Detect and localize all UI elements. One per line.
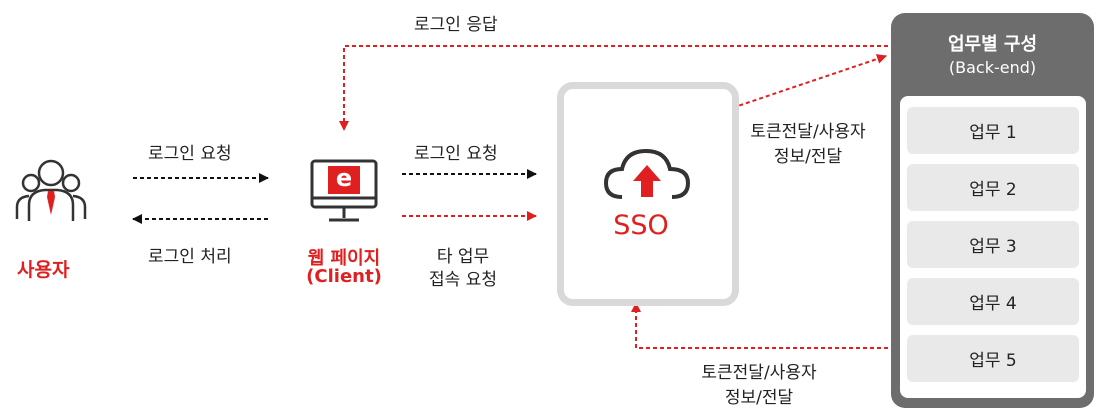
client-label-line2: (Client) bbox=[306, 266, 382, 287]
backend-title: 업무별 구성 bbox=[947, 34, 1038, 55]
token-bottom-label-line2: 정보/전달 bbox=[724, 388, 794, 408]
backend-item: 업무 3 bbox=[907, 221, 1079, 268]
monitor-e-icon: e bbox=[309, 158, 379, 228]
backend-item: 업무 1 bbox=[907, 107, 1079, 154]
token-label-line1: 토큰전달/사용자 bbox=[750, 122, 866, 142]
sso-label: SSO bbox=[613, 210, 669, 241]
token-bottom-label-line1: 토큰전달/사용자 bbox=[701, 363, 817, 383]
client-label-line1: 웹 페이지 bbox=[307, 248, 381, 269]
monitor-e-glyph: e bbox=[335, 164, 353, 192]
user-group-icon bbox=[15, 153, 87, 225]
user-login-request-label: 로그인 요청 bbox=[148, 144, 232, 164]
token-label-line2: 정보/전달 bbox=[773, 147, 843, 167]
client-login-request-label: 로그인 요청 bbox=[414, 144, 498, 164]
user-label: 사용자 bbox=[17, 259, 70, 281]
arrow-sso-backend bbox=[725, 54, 887, 112]
backend-item: 업무 4 bbox=[907, 278, 1079, 325]
backend-subtitle: (Back-end) bbox=[948, 58, 1037, 77]
user-login-process-label: 로그인 처리 bbox=[148, 247, 232, 267]
other-access-label-line1: 타 업무 bbox=[436, 247, 490, 267]
backend-item: 업무 2 bbox=[907, 164, 1079, 211]
cloud-upload-icon bbox=[600, 145, 694, 205]
other-access-label-line2: 접속 요청 bbox=[429, 270, 497, 290]
login-response-label: 로그인 응답 bbox=[414, 15, 498, 35]
arrow-backend-sso-bottom bbox=[631, 302, 888, 349]
backend-item: 업무 5 bbox=[907, 335, 1079, 382]
